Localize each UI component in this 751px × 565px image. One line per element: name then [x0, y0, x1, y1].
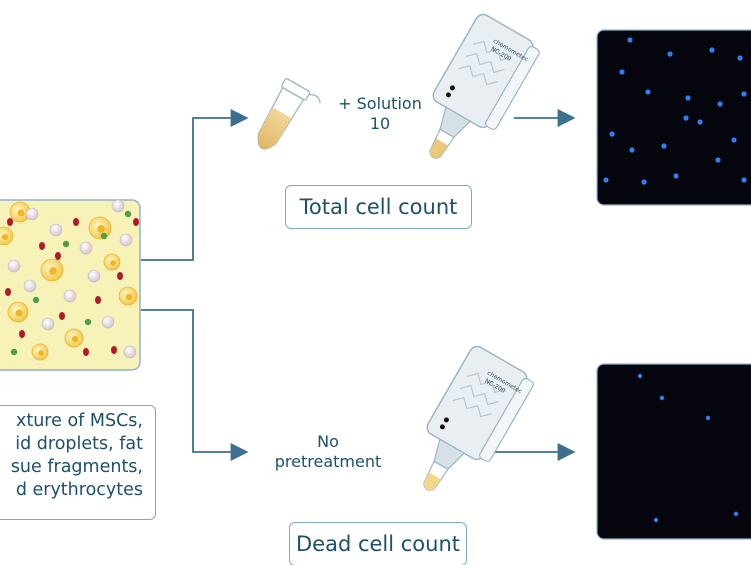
solution-label-line2: 10: [369, 114, 391, 133]
erythrocyte: [39, 242, 45, 250]
fluorescent-cell-dot: [653, 517, 659, 523]
erythrocyte: [59, 312, 65, 320]
cell-counter-device-bottom: chemometec NC-200: [423, 345, 534, 491]
tissue-fragment: [10, 348, 18, 356]
mixture-caption-line4: d erythrocytes: [15, 480, 143, 500]
stem-cell: [41, 317, 55, 331]
erythrocyte: [19, 330, 25, 338]
fluorescent-cell-dot: [683, 115, 689, 121]
fluorescent-cell-dot: [709, 47, 715, 53]
tissue-fragment: [62, 240, 70, 248]
fluorescent-cell-dot: [697, 119, 703, 125]
stem-cell: [49, 223, 63, 237]
fat-droplet-core: [15, 309, 23, 317]
fluorescent-cell-dot: [737, 55, 743, 61]
fluorescent-cell-dot: [629, 147, 635, 153]
no-pretreatment-line2: pretreatment: [274, 452, 382, 471]
sample-tube: [257, 78, 321, 150]
erythrocyte: [117, 272, 123, 280]
stem-cell: [101, 315, 115, 329]
cell-counter-device-top: chemometec NC-200: [429, 13, 540, 159]
stem-cell: [119, 233, 133, 247]
solution-label: + Solution 10: [330, 94, 430, 134]
fat-droplet-core: [110, 260, 116, 266]
fat-droplet-core: [1, 233, 9, 241]
fluorescent-cell-dot: [659, 395, 665, 401]
erythrocyte: [73, 218, 79, 226]
stem-cell: [7, 259, 21, 273]
fluorescent-cell-dot: [705, 415, 711, 421]
fluorescent-cell-dot: [673, 173, 679, 179]
stem-cell: [63, 289, 77, 303]
stem-cell: [23, 279, 37, 293]
mixture-caption-line3: sue fragments,: [10, 457, 143, 477]
erythrocyte: [133, 218, 139, 226]
mixture-caption-box: xture of MSCs, id droplets, fat sue frag…: [0, 405, 156, 520]
total-cell-count-label: Total cell count: [299, 195, 458, 219]
erythrocyte: [83, 348, 89, 356]
fluorescent-cell-dot: [627, 37, 633, 43]
fluorescent-cell-dot: [741, 177, 747, 183]
fluorescent-cell-dot: [645, 89, 651, 95]
total-cell-count-box: Total cell count: [285, 185, 472, 229]
fluorescent-cell-dot: [685, 95, 691, 101]
tissue-fragment: [32, 296, 40, 304]
no-pretreatment-label: No pretreatment: [268, 432, 388, 472]
stem-cell: [123, 345, 137, 359]
no-pretreatment-line1: No: [317, 432, 339, 451]
fluorescent-cell-dot: [667, 51, 673, 57]
mixture-caption-line2: id droplets, fat: [15, 434, 143, 454]
mixture-caption-line1: xture of MSCs,: [16, 411, 143, 431]
fluorescent-cell-dot: [661, 143, 667, 149]
fat-droplet-core: [125, 293, 133, 301]
dead-cell-count-box: Dead cell count: [289, 522, 467, 565]
fat-droplet-core: [49, 267, 57, 275]
fluorescent-cell-dot: [715, 157, 721, 163]
dead-cell-count-label: Dead cell count: [295, 532, 461, 556]
erythrocyte: [7, 218, 13, 226]
tissue-fragment: [84, 318, 92, 326]
fat-droplet-core: [38, 350, 44, 356]
branch-connectors: [141, 109, 576, 461]
fluorescence-image-dead: [596, 363, 751, 540]
fluorescent-cell-dot: [619, 69, 625, 75]
fluorescent-cell-dot: [603, 177, 609, 183]
erythrocyte: [95, 296, 101, 304]
fat-droplet-core: [17, 209, 25, 217]
erythrocyte: [55, 252, 61, 260]
stem-cell: [87, 269, 101, 283]
fat-droplet-core: [71, 335, 79, 343]
fluorescence-image-total: [596, 29, 751, 206]
fluorescent-cell-dot: [641, 179, 647, 185]
fluorescent-cell-dot: [637, 373, 643, 379]
fat-droplet-core: [97, 225, 105, 233]
erythrocyte: [5, 288, 11, 296]
cell-mixture-panel: [0, 199, 141, 371]
fluorescent-cell-dot: [609, 131, 615, 137]
erythrocyte: [111, 346, 117, 354]
stem-cell: [79, 241, 93, 255]
tissue-fragment: [100, 232, 108, 240]
stem-cell: [111, 199, 125, 213]
solution-label-line1: + Solution: [338, 94, 422, 113]
fluorescent-cell-dot: [741, 91, 747, 97]
fluorescent-cell-dot: [717, 101, 723, 107]
fluorescent-cell-dot: [731, 137, 737, 143]
tissue-fragment: [124, 210, 132, 218]
fluorescent-cell-dot: [733, 511, 739, 517]
stem-cell: [25, 207, 39, 221]
